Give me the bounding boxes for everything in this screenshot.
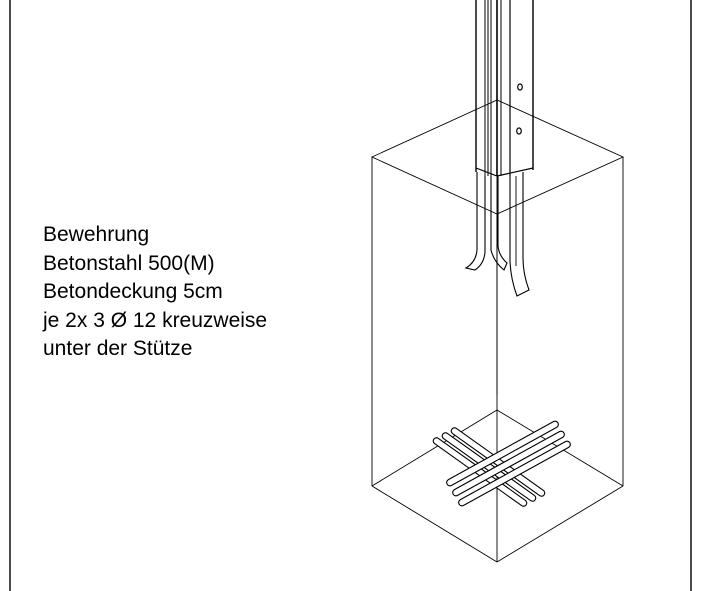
note-position: unter der Stütze	[43, 337, 193, 360]
anchor-bars	[464, 172, 530, 297]
rebar-set-b	[446, 420, 571, 507]
note-title: Bewehrung	[43, 223, 150, 246]
note-concrete-cover: Betondeckung 5cm	[43, 280, 223, 303]
sheet-border	[9, 0, 692, 591]
steel-column	[475, 0, 534, 177]
note-bar-layout: je 2x 3 Ø 12 kreuzweise	[43, 308, 268, 332]
foundation-block	[370, 99, 625, 563]
reinforcement-note: Bewehrung Betonstahl 500(M) Betondeckung…	[43, 221, 363, 364]
rebar-set-a	[432, 427, 546, 507]
note-steel-grade: Betonstahl 500(M)	[43, 251, 215, 275]
rebar-mesh	[432, 420, 571, 507]
